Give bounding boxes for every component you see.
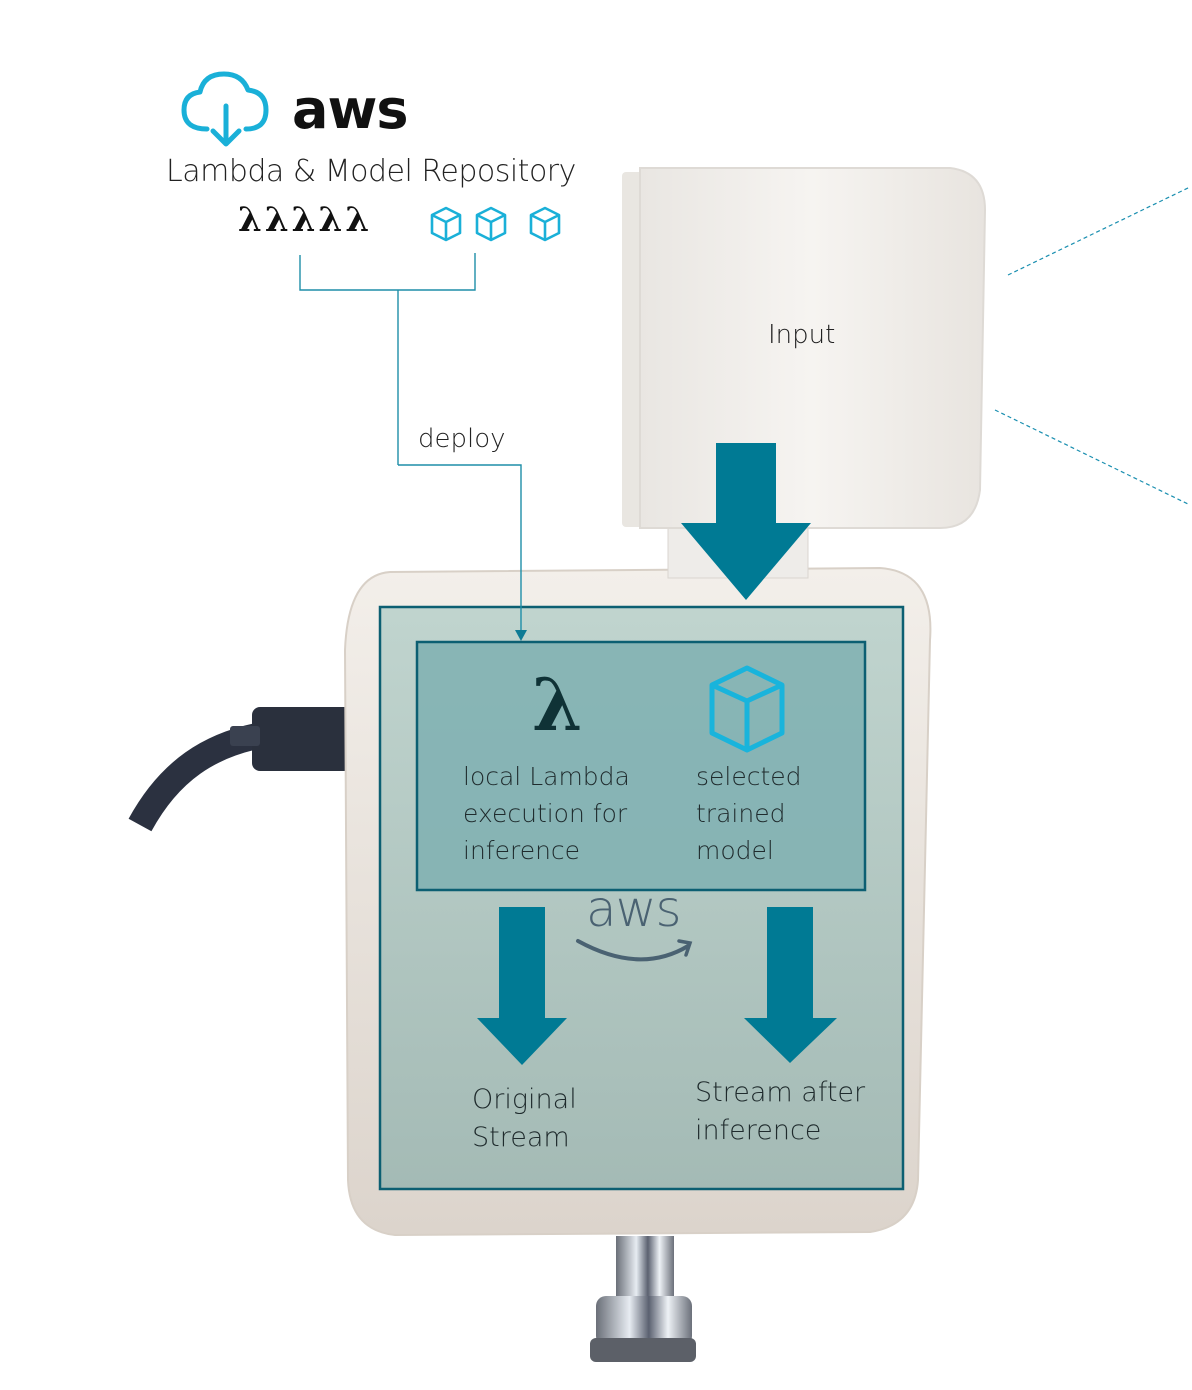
- inference-box: [415, 640, 867, 892]
- original-stream-line: Original: [472, 1084, 577, 1115]
- tripod-mount: [590, 1236, 696, 1362]
- trained-model-cube-icon: [709, 665, 785, 753]
- repository-title: Lambda & Model Repository: [166, 154, 576, 189]
- lambda-description-line: inference: [463, 836, 581, 865]
- lambda-description-line: execution for: [463, 799, 628, 828]
- lambda-description-line: local Lambda: [463, 762, 630, 791]
- original-stream-line: Stream: [472, 1122, 570, 1153]
- aws-smile-icon: [576, 939, 690, 962]
- inference-stream-line: Stream after: [695, 1077, 866, 1108]
- lambda-functions-icon: λλλλλ: [238, 200, 373, 240]
- input-label: Input: [768, 320, 836, 350]
- usb-cable: [128, 707, 352, 832]
- model-description-line: trained: [696, 799, 786, 828]
- original-stream-arrow: [477, 907, 567, 1065]
- cube-icon: [475, 206, 507, 242]
- deploy-label: deploy: [418, 424, 506, 454]
- lambda-description: local Lambda execution for inference: [463, 758, 630, 869]
- deploy-connector: [299, 253, 522, 632]
- inference-stream-label: Stream after inference: [695, 1074, 865, 1150]
- model-description-line: selected: [696, 762, 802, 791]
- camera-view-lines: [994, 186, 1191, 506]
- cloud-download-icon: [181, 71, 269, 147]
- original-stream-label: Original Stream: [472, 1081, 577, 1157]
- view-line-top: [1007, 186, 1191, 276]
- aws-smile-arrow: [677, 939, 693, 957]
- input-arrow: [681, 443, 811, 600]
- model-cubes-icon: [430, 206, 561, 242]
- camera-housing: [622, 167, 987, 529]
- inference-stream-arrow: [744, 907, 837, 1063]
- deploy-arrowhead: [515, 630, 527, 641]
- model-description: selected trained model: [696, 758, 802, 869]
- cube-icon: [430, 206, 462, 242]
- aws-brand-label: aws: [292, 78, 408, 141]
- aws-logo-text: aws: [586, 880, 682, 938]
- lambda-icon: λ: [532, 662, 583, 747]
- model-description-line: model: [696, 836, 774, 865]
- inference-stream-line: inference: [695, 1115, 822, 1146]
- view-line-bottom: [994, 409, 1191, 506]
- cube-icon: [529, 206, 561, 242]
